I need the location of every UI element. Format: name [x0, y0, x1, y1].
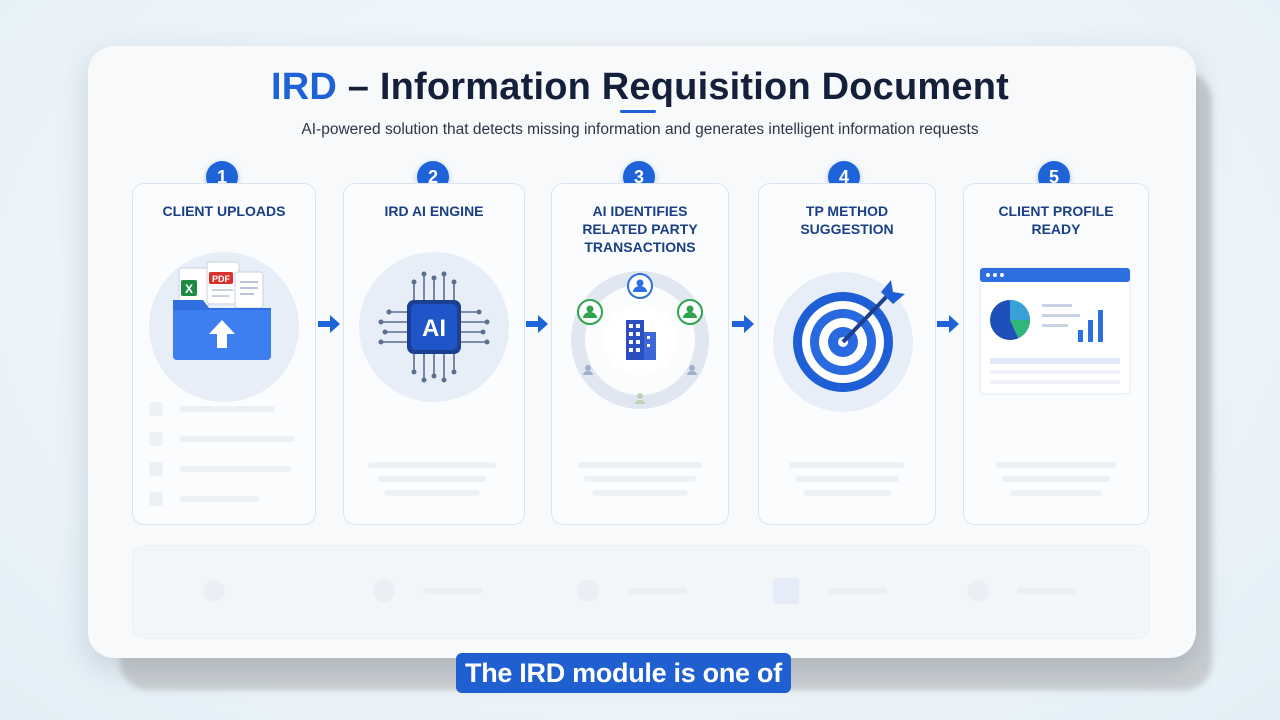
title-text: – Information Requisition Document — [337, 66, 1010, 108]
step-card-related-party: AI IDENTIFIES RELATED PARTY TRANSACTIONS — [551, 183, 729, 525]
faded-text — [592, 490, 688, 496]
faded-text — [384, 490, 480, 496]
title-accent: IRD — [270, 66, 337, 108]
faded-row-text — [179, 436, 295, 442]
subtitle-caption: The IRD module is one of — [456, 653, 791, 693]
step-label: AI IDENTIFIES RELATED PARTY TRANSACTIONS — [582, 203, 698, 255]
faded-text — [803, 490, 891, 496]
faded-feature-text — [827, 588, 887, 594]
faded-text — [584, 476, 696, 482]
faded-feature-text — [423, 588, 483, 594]
faded-feature-icon — [967, 580, 989, 602]
faded-feature-icon — [373, 580, 395, 602]
folder-upload-icon: X PDF — [173, 261, 271, 360]
faded-row-icon — [149, 432, 163, 446]
svg-text:AI: AI — [422, 315, 446, 342]
faded-row-text — [179, 406, 275, 412]
faded-feature-icon — [203, 580, 225, 602]
faded-text — [578, 462, 702, 468]
faded-text — [378, 476, 486, 482]
faded-feature-icon — [773, 578, 799, 604]
faded-text — [1010, 490, 1102, 496]
arrow-right-icon — [732, 315, 754, 333]
target-arrow-icon — [793, 280, 905, 392]
faded-feature-icon — [577, 580, 599, 602]
faded-row-text — [179, 466, 291, 472]
faded-feature-strip — [132, 545, 1150, 639]
step-label: CLIENT PROFILE READY — [998, 203, 1114, 237]
network-building-icon — [571, 271, 709, 409]
faded-text — [368, 462, 496, 468]
ai-chip-icon: AI — [378, 271, 490, 383]
faded-text — [996, 462, 1116, 468]
step-label: CLIENT UPLOADS — [162, 203, 286, 219]
faded-feature-text — [627, 588, 687, 594]
title-underline — [620, 110, 656, 113]
step-label: IRD AI ENGINE — [384, 203, 484, 219]
step-card-tp-method: TP METHOD SUGGESTION — [758, 183, 936, 525]
arrow-right-icon — [526, 315, 548, 333]
faded-row-icon — [149, 402, 163, 416]
svg-text:PDF: PDF — [212, 274, 231, 284]
page-subtitle: AI-powered solution that detects missing… — [301, 121, 979, 138]
arrow-right-icon — [318, 315, 340, 333]
step-card-client-profile: CLIENT PROFILE READY — [963, 183, 1149, 525]
faded-text — [795, 476, 899, 482]
svg-text:X: X — [185, 282, 193, 296]
faded-row-icon — [149, 462, 163, 476]
page-title: IRD – Information Requisition Document — [0, 66, 1280, 109]
step-card-ird-ai-engine: IRD AI ENGINE AI — [343, 183, 525, 525]
faded-row-text — [179, 496, 259, 502]
faded-text — [1002, 476, 1110, 482]
faded-row-icon — [149, 492, 163, 506]
faded-feature-text — [1017, 588, 1077, 594]
faded-text — [789, 462, 905, 468]
step-card-client-uploads: CLIENT UPLOADS X PDF — [132, 183, 316, 525]
step-label: TP METHOD SUGGESTION — [800, 203, 894, 237]
arrow-right-icon — [937, 315, 959, 333]
dashboard-icon — [979, 267, 1131, 395]
